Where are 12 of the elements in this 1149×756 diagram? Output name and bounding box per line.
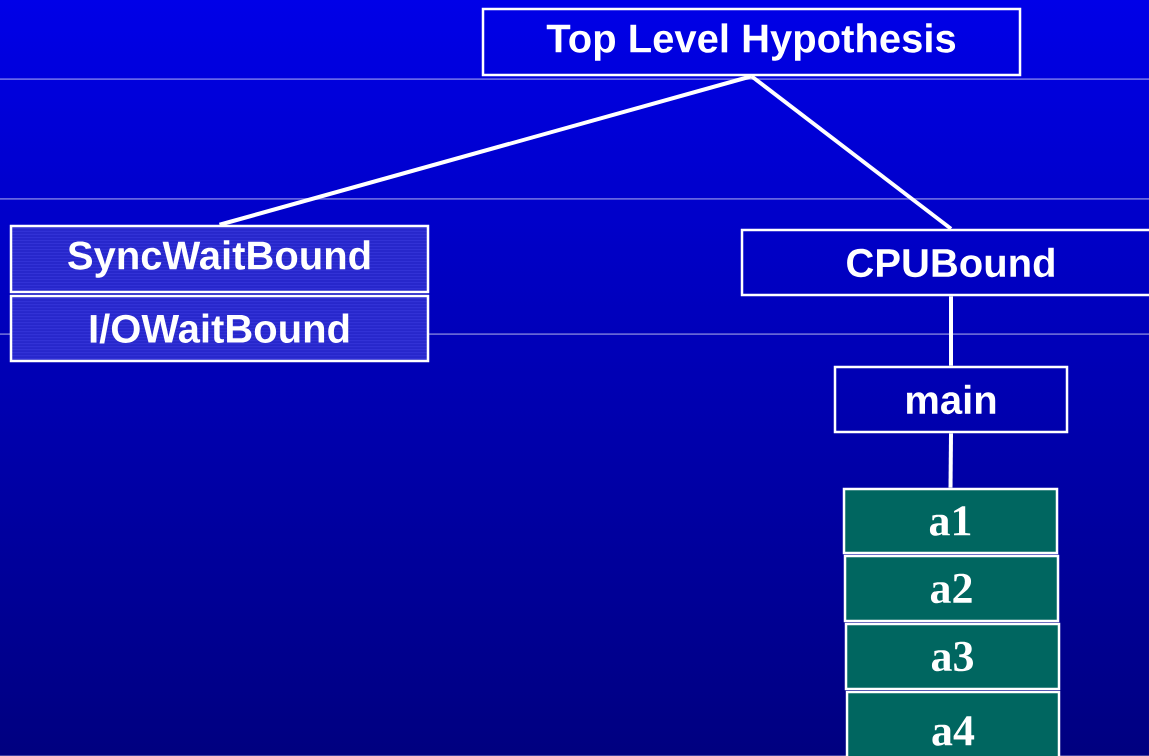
connector-line bbox=[750, 74, 953, 231]
function-box: a3 bbox=[844, 622, 1061, 691]
process-box: Top Level Hypothesis bbox=[481, 7, 1022, 77]
function-box: a1 bbox=[842, 487, 1059, 555]
hatched-box: SyncWaitBound bbox=[9, 224, 430, 294]
process-box: main bbox=[833, 365, 1069, 434]
process-box: CPUBound bbox=[740, 228, 1149, 297]
function-box: a4 bbox=[845, 690, 1061, 756]
hatched-box: I/OWaitBound bbox=[9, 294, 430, 363]
connector-line bbox=[948, 433, 953, 488]
connector-line bbox=[949, 296, 953, 366]
function-box: a2 bbox=[843, 554, 1060, 623]
